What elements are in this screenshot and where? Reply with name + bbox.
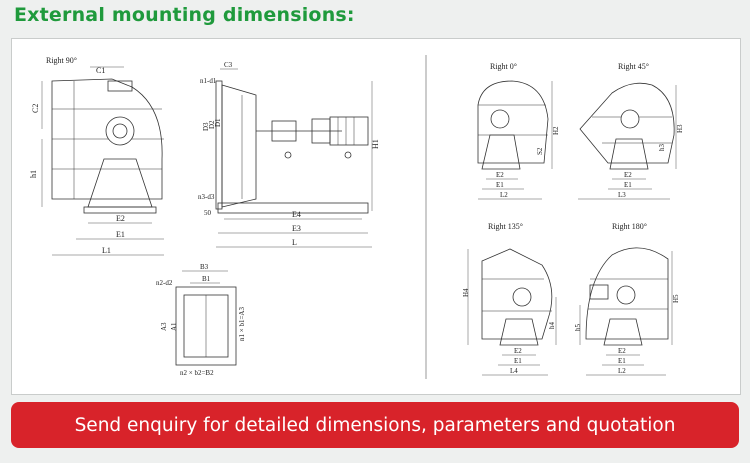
fan-right180-drawing: Right 180° H5 h5 E2 E1 L2	[574, 222, 680, 376]
fan-right180-e1-label: E1	[618, 357, 626, 365]
fan-side-d3-label: D3	[202, 122, 210, 131]
fan-right45-title: Right 45°	[618, 62, 649, 71]
fan-right135-drawing: Right 135° H4 h4 E2 E1 L4	[462, 222, 557, 376]
fan-right90-outlet	[107, 80, 133, 92]
fan-right0-h2-label: H2	[552, 126, 560, 135]
fan-right0-casing	[477, 80, 549, 164]
flange-n2b2b2-label: n2 × b2=B2	[180, 369, 214, 377]
fan-right90-l1-label: L1	[102, 246, 111, 255]
fan-right90-e2-label: E2	[116, 214, 125, 223]
fan-side-e3-label: E3	[292, 224, 301, 233]
fan-right90-title: Right 90°	[46, 56, 77, 65]
fan-right135-h4-label: H4	[462, 288, 470, 297]
fan-right180-h5-label: H5	[672, 294, 680, 303]
fan-right0-drawing: Right 0° H2 S2 E2 E1 L2	[477, 62, 560, 200]
fan-right180-title: Right 180°	[612, 222, 647, 231]
fan-right135-casing	[481, 248, 553, 340]
fan-right135-stand	[499, 318, 539, 346]
fan-right90-hub	[105, 116, 135, 146]
fan-side-l-label: L	[292, 238, 297, 247]
fan-right180-outlet	[589, 284, 609, 300]
fan-right0-stand	[481, 134, 521, 170]
fan-side-bearing	[271, 120, 297, 142]
send-enquiry-banner[interactable]: Send enquiry for detailed dimensions, pa…	[11, 402, 739, 448]
fan-right0-hub	[490, 109, 510, 129]
fan-side-50-label: 50	[204, 209, 212, 217]
drawing-panel: Right 90° C1 C2 h1 E2 E1 L1 n1-d1 C3 D3 …	[11, 38, 741, 395]
fan-right90-base	[83, 206, 157, 214]
fan-side-n1d1-label: n1-d1	[200, 77, 217, 85]
flange-b3-label: B3	[200, 263, 209, 271]
fan-right45-drawing: Right 45° H3 h3 E2 E1 L3	[578, 62, 684, 200]
flange-a1-label: A1	[170, 322, 178, 331]
fan-right90-shaft	[112, 123, 128, 139]
fan-right135-e2-label: E2	[514, 347, 522, 355]
fan-right135-hub	[512, 287, 532, 307]
fan-right180-h5l-label: h5	[574, 324, 582, 332]
fan-side-d1-label: D1	[214, 118, 222, 127]
fan-right180-hub	[616, 285, 636, 305]
fan-right90-stand	[87, 158, 153, 208]
fan-side-d2-label: D2	[208, 120, 216, 129]
fan-right180-stand	[603, 318, 643, 346]
fan-right45-l3-label: L3	[618, 191, 626, 199]
fan-side-flange	[215, 80, 223, 210]
fan-right90-c2-label: C2	[31, 104, 40, 113]
fan-right90-drawing: Right 90° C1 C2 h1 E2 E1 L1	[29, 56, 164, 256]
fan-right0-e2-label: E2	[496, 171, 504, 179]
flange-outer	[175, 286, 237, 366]
fan-right135-e1-label: E1	[514, 357, 522, 365]
fan-side-n3d3-label: n3-d3	[198, 193, 215, 201]
fan-right180-casing	[585, 247, 669, 340]
flange-n2d2-label: n2-d2	[156, 279, 173, 287]
fan-right180-e2-label: E2	[618, 347, 626, 355]
fan-side-casing	[221, 84, 257, 208]
fan-right135-h4l-label: h4	[548, 322, 556, 330]
fan-right45-e2-label: E2	[624, 171, 632, 179]
fan-right90-c1-label: C1	[96, 66, 105, 75]
flange-a3-label: A3	[160, 322, 168, 331]
fan-side-c3-label: C3	[224, 61, 233, 69]
fan-right180-l2-label: L2	[618, 367, 626, 375]
fan-right135-l4-label: L4	[510, 367, 518, 375]
fan-right0-title: Right 0°	[490, 62, 517, 71]
fan-right45-h3l-label: h3	[658, 144, 666, 152]
fan-right45-e1-label: E1	[624, 181, 632, 189]
page-heading: External mounting dimensions:	[14, 4, 355, 26]
fan-right0-s2-label: S2	[536, 147, 544, 155]
flange-n1b1a3-label: n1 × b1=A3	[238, 307, 246, 341]
dimension-drawings: Right 90° C1 C2 h1 E2 E1 L1 n1-d1 C3 D3 …	[29, 55, 684, 379]
fan-right45-hub	[620, 109, 640, 129]
fan-side-h1-label: H1	[371, 139, 380, 149]
fan-right45-stand	[609, 138, 649, 170]
flange-drawing: B3 B1 n2-d2 A3 A1 n1 × b1=A3 n2 × b2=B2	[156, 263, 246, 377]
fan-side-drawing: n1-d1 C3 D3 D2 D1 H1 n3-d3 50 E4 E3 L	[198, 61, 380, 248]
fan-right0-e1-label: E1	[496, 181, 504, 189]
flange-b1-label: B1	[202, 275, 211, 283]
fan-side-motor	[329, 116, 369, 146]
fan-right45-h3-label: H3	[676, 124, 684, 133]
fan-right90-h1-label: h1	[29, 170, 38, 178]
fan-right0-l2-label: L2	[500, 191, 508, 199]
fan-right90-e1-label: E1	[116, 230, 125, 239]
fan-right135-title: Right 135°	[488, 222, 523, 231]
fan-side-e4-label: E4	[292, 210, 301, 219]
fan-right45-casing	[579, 82, 675, 164]
fan-side-base	[217, 202, 369, 214]
